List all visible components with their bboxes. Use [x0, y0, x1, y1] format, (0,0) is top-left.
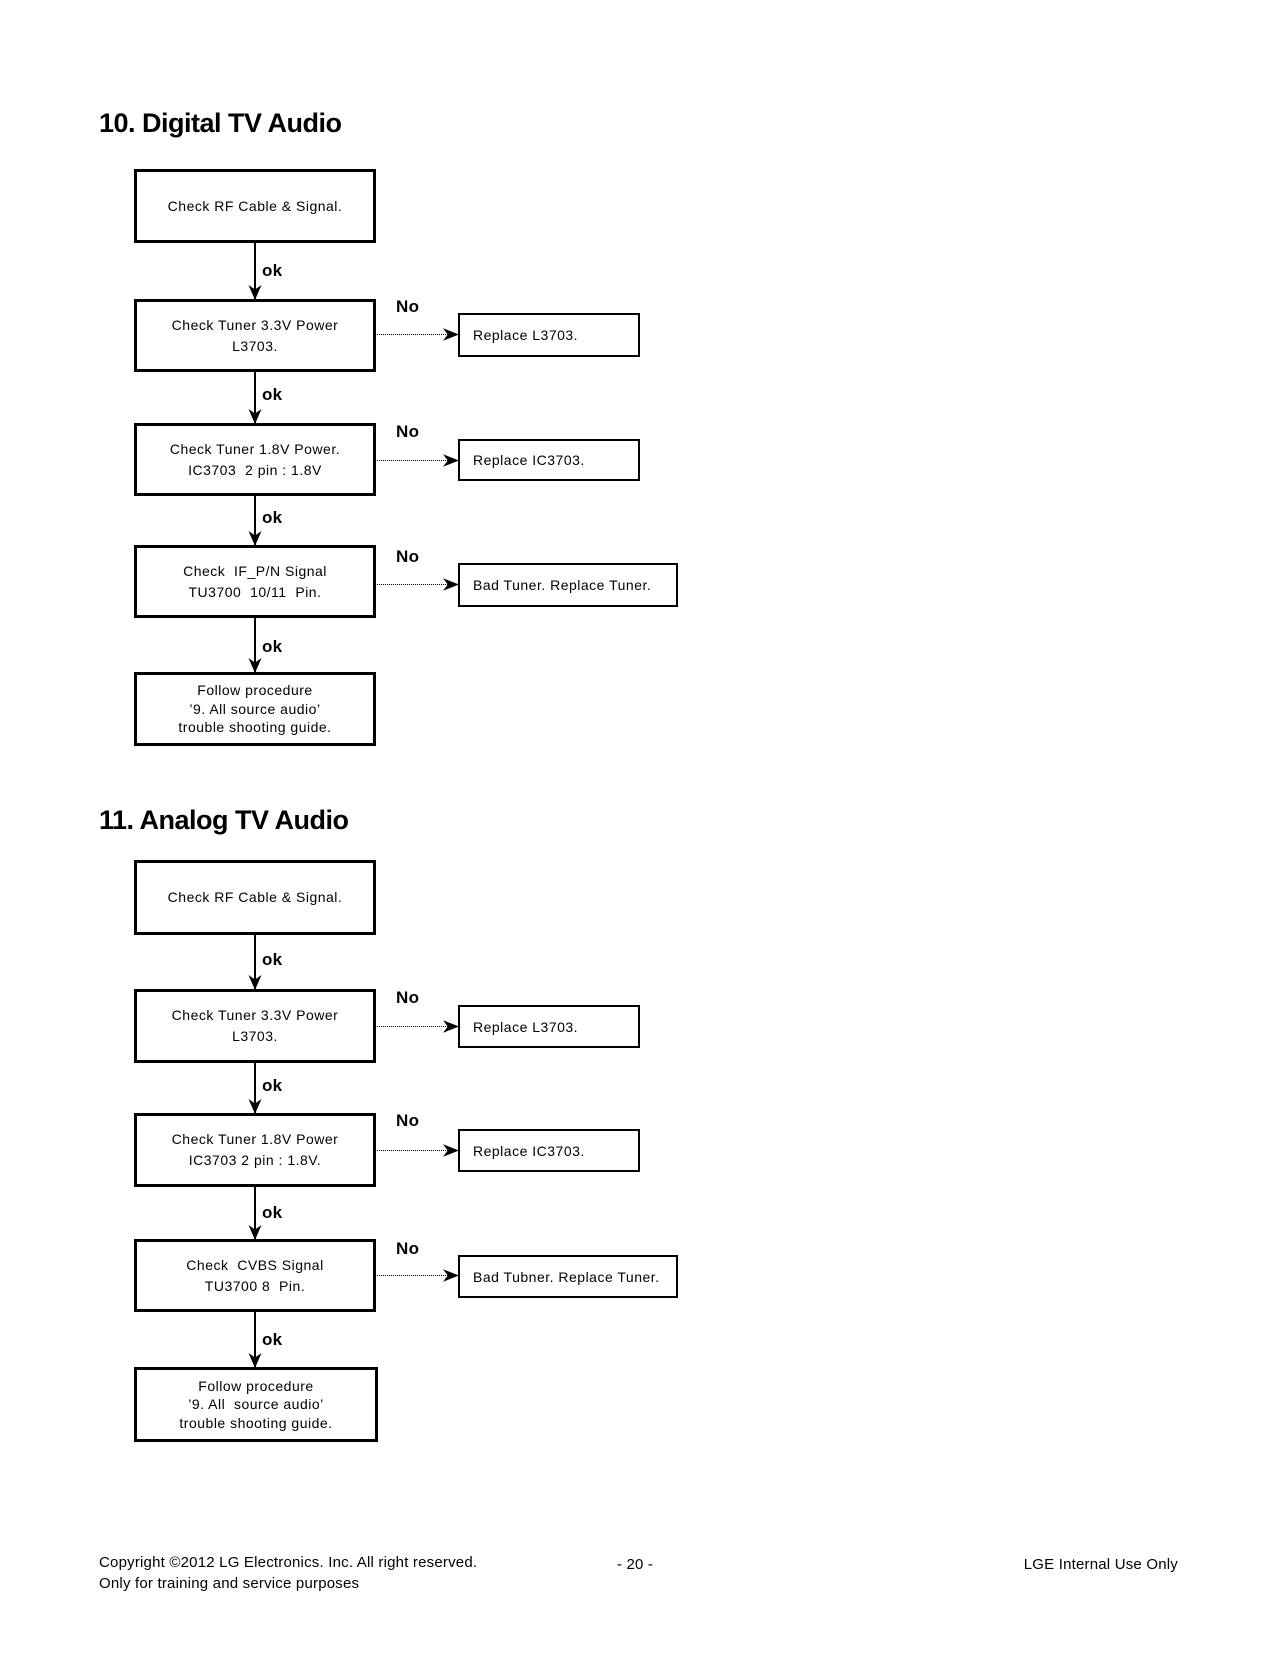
no-arrow-dotted	[377, 578, 459, 591]
flow-step-check-rf-cable: Check RF Cable & Signal.	[134, 169, 376, 243]
flow-result-replace-ic3703: Replace IC3703.	[458, 439, 640, 481]
down-arrow	[248, 1312, 262, 1368]
footer-page-number: - 20 -	[616, 1556, 654, 1573]
flow-step-text: Check RF Cable & Signal.	[167, 889, 343, 905]
ok-label: ok	[262, 1330, 283, 1349]
flow-step-text: TU3700 10/11 Pin.	[188, 583, 322, 600]
no-arrow-dotted	[377, 1144, 459, 1157]
down-arrow	[248, 243, 262, 300]
down-arrowhead-icon	[248, 531, 262, 546]
down-arrowhead-icon	[248, 1353, 262, 1368]
flow-step-check-cvbs-signal: Check CVBS Signal TU3700 8 Pin.	[134, 1239, 376, 1312]
right-arrowhead-icon	[443, 578, 459, 591]
flow-step-check-tuner-1v8: Check Tuner 1.8V Power. IC3703 2 pin : 1…	[134, 423, 376, 496]
flow-result-bad-tuner: Bad Tuner. Replace Tuner.	[458, 563, 678, 607]
flow-step-text: Check RF Cable & Signal.	[167, 197, 343, 214]
footer-copyright-line2: Only for training and service purposes	[99, 1575, 360, 1592]
flow-result-text: Bad Tubner. Replace Tuner.	[473, 1268, 660, 1285]
flow-step-text: Check Tuner 1.8V Power.	[169, 440, 341, 457]
ok-label: ok	[262, 385, 283, 404]
no-label: No	[396, 547, 420, 566]
right-arrowhead-icon	[443, 328, 459, 341]
flow-step-check-tuner-3v3: Check Tuner 3.3V Power L3703.	[134, 989, 376, 1063]
flow-result-text: Bad Tuner. Replace Tuner.	[473, 577, 652, 593]
ok-label: ok	[262, 1076, 283, 1095]
flow-result-replace-ic3703: Replace IC3703.	[458, 1129, 640, 1172]
flow-result-bad-tuner: Bad Tubner. Replace Tuner.	[458, 1255, 678, 1298]
right-arrowhead-icon	[443, 454, 459, 467]
flow-step-text: Check CVBS Signal	[186, 1256, 324, 1273]
footer-copyright-line1: Copyright ©2012 LG Electronics. Inc. All…	[99, 1554, 478, 1571]
flow-step-follow-procedure: Follow procedure ’9. All source audio’ t…	[134, 672, 376, 746]
section-title-analog-tv-audio: 11. Analog TV Audio	[99, 805, 349, 835]
no-label: No	[396, 1111, 420, 1130]
no-arrow-dotted	[377, 328, 459, 341]
no-label: No	[396, 1239, 420, 1258]
right-arrowhead-icon	[443, 1144, 459, 1157]
flow-step-text: Follow procedure	[198, 1377, 314, 1394]
flow-step-text: Check IF_P/N Signal	[183, 562, 327, 579]
flow-step-text: Check Tuner 3.3V Power	[171, 1007, 339, 1023]
flow-step-check-tuner-1v8: Check Tuner 1.8V Power IC3703 2 pin : 1.…	[134, 1113, 376, 1187]
flow-result-replace-l3703: Replace L3703.	[458, 313, 640, 357]
down-arrow	[248, 618, 262, 673]
right-arrowhead-icon	[443, 1020, 459, 1033]
footer-internal-note: LGE Internal Use Only	[1023, 1556, 1178, 1573]
ok-label: ok	[262, 637, 283, 656]
down-arrowhead-icon	[248, 1225, 262, 1240]
down-arrow	[248, 1187, 262, 1240]
no-label: No	[396, 297, 420, 316]
down-arrow	[248, 1063, 262, 1114]
flow-step-text: Check Tuner 1.8V Power	[171, 1131, 339, 1147]
no-label: No	[396, 422, 420, 441]
flow-step-text: IC3703 2 pin : 1.8V	[188, 461, 322, 478]
no-arrow-dotted	[377, 1269, 459, 1282]
down-arrowhead-icon	[248, 285, 262, 300]
right-arrowhead-icon	[443, 1269, 459, 1282]
flow-step-follow-procedure: Follow procedure ’9. All source audio’ t…	[134, 1367, 378, 1442]
flow-step-check-tuner-3v3: Check Tuner 3.3V Power L3703.	[134, 299, 376, 372]
down-arrow	[248, 935, 262, 990]
flow-step-check-rf-cable: Check RF Cable & Signal.	[134, 860, 376, 935]
flow-step-text: trouble shooting guide.	[178, 719, 332, 736]
flow-step-text: Check Tuner 3.3V Power	[171, 316, 339, 333]
flow-result-text: Replace IC3703.	[473, 1142, 585, 1159]
flow-step-text: TU3700 8 Pin.	[204, 1277, 306, 1294]
flow-step-check-if-pn-signal: Check IF_P/N Signal TU3700 10/11 Pin.	[134, 545, 376, 618]
flow-step-text: IC3703 2 pin : 1.8V.	[188, 1152, 322, 1168]
section-title-digital-tv-audio: 10. Digital TV Audio	[99, 108, 342, 138]
flow-result-replace-l3703: Replace L3703.	[458, 1005, 640, 1048]
flow-result-text: Replace L3703.	[473, 327, 579, 343]
ok-label: ok	[262, 261, 283, 280]
flow-step-text: L3703.	[232, 337, 278, 354]
down-arrow	[248, 372, 262, 424]
flow-result-text: Replace L3703.	[473, 1018, 579, 1035]
flow-result-text: Replace IC3703.	[473, 452, 585, 468]
down-arrowhead-icon	[248, 409, 262, 424]
down-arrow	[248, 496, 262, 546]
flow-step-text: Follow procedure	[197, 682, 313, 699]
no-arrow-dotted	[377, 454, 459, 467]
ok-label: ok	[262, 508, 283, 527]
no-label: No	[396, 988, 420, 1007]
down-arrowhead-icon	[248, 975, 262, 990]
flow-step-text: L3703.	[232, 1028, 278, 1044]
flow-step-text: trouble shooting guide.	[179, 1414, 333, 1431]
ok-label: ok	[262, 1203, 283, 1222]
no-arrow-dotted	[377, 1020, 459, 1033]
flow-step-text: ’9. All source audio’	[189, 700, 321, 717]
down-arrowhead-icon	[248, 1099, 262, 1114]
flow-step-text: ’9. All source audio’	[188, 1396, 324, 1413]
ok-label: ok	[262, 950, 283, 969]
down-arrowhead-icon	[248, 658, 262, 673]
